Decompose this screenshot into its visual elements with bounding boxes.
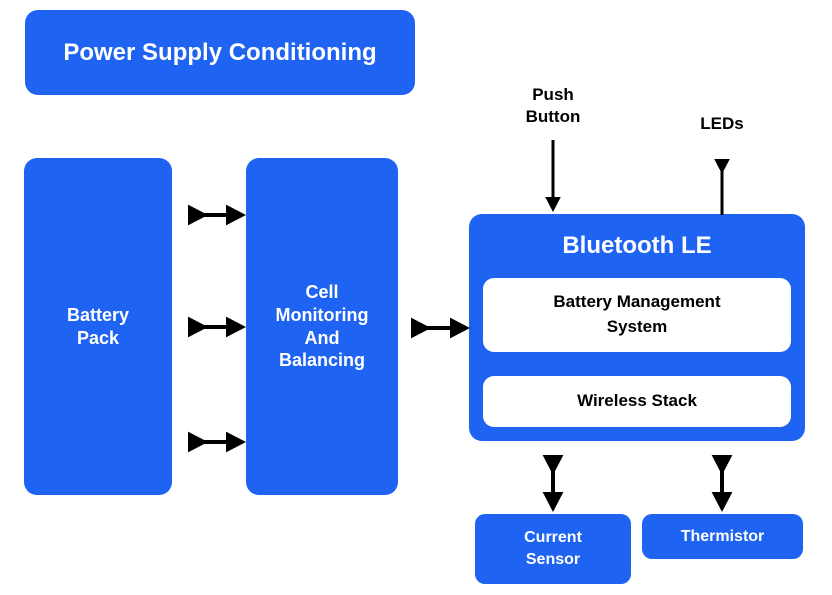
block-power-supply-label: Power Supply Conditioning <box>63 38 377 66</box>
block-battery-pack-label: Battery Pack <box>66 304 130 348</box>
block-wireless-stack: Wireless Stack <box>483 376 791 427</box>
label-leds: LEDs <box>700 114 744 133</box>
block-thermistor: Thermistor <box>642 514 803 559</box>
block-battery-pack: Battery Pack <box>24 158 172 495</box>
bluetooth-le-title: Bluetooth LE <box>562 231 712 259</box>
block-power-supply-conditioning: Power Supply Conditioning <box>25 10 415 95</box>
block-current-sensor: Current Sensor <box>475 514 631 584</box>
block-cell-monitoring: Cell Monitoring And Balancing <box>246 158 398 495</box>
label-push-button: Push Button <box>525 85 581 127</box>
block-battery-management-system: Battery Management System <box>483 278 791 352</box>
block-cell-monitoring-label: Cell Monitoring And Balancing <box>275 281 369 371</box>
current-sensor-label: Current Sensor <box>524 529 582 568</box>
thermistor-label: Thermistor <box>680 527 765 545</box>
block-bluetooth-le: Bluetooth LE Battery Management System W… <box>469 214 805 441</box>
bms-label: Battery Management System <box>553 292 721 336</box>
wireless-stack-label: Wireless Stack <box>577 391 697 411</box>
